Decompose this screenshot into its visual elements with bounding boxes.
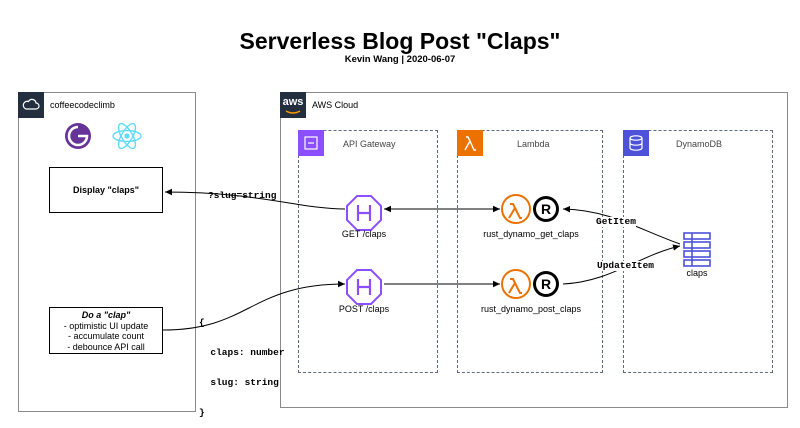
post-body-line: {: [199, 317, 205, 328]
get-query-label: ?slug=string: [208, 190, 277, 201]
display-claps-box: Display "claps": [49, 167, 163, 213]
svg-text:R: R: [541, 201, 551, 217]
dynamodb-label: DynamoDB: [676, 139, 723, 149]
svg-text:R: R: [541, 276, 551, 292]
clap-item: - accumulate count: [67, 331, 145, 341]
post-endpoint-label: POST /claps: [338, 304, 390, 314]
aws-logo-text: aws: [282, 96, 304, 108]
client-label: coffeecodeclimb: [50, 100, 115, 110]
cloud-icon: [18, 92, 44, 118]
post-body-label: { claps: number slug: string }: [199, 298, 285, 428]
get-lambda-icon: [501, 194, 531, 224]
dynamodb-icon: [623, 130, 649, 156]
get-lambda-label: rust_dynamo_get_claps: [483, 229, 579, 239]
gatsby-icon: [63, 121, 93, 151]
post-body-line: slug: string: [199, 377, 279, 388]
aws-cloud-label: AWS Cloud: [312, 100, 359, 110]
edge-get-to-display: [164, 188, 346, 210]
api-gateway-label: API Gateway: [343, 139, 396, 149]
post-endpoint-icon: [346, 269, 382, 305]
aws-cloud-frame: [280, 92, 788, 408]
api-gateway-icon: [298, 130, 324, 156]
api-gateway-group: [298, 130, 438, 373]
diagram-title: Serverless Blog Post "Claps": [239, 28, 561, 54]
dynamodb-table-icon: [683, 232, 711, 267]
aws-logo-icon: aws: [280, 92, 306, 118]
get-endpoint-icon: [346, 195, 382, 231]
post-lambda-icon: [501, 269, 531, 299]
post-body-line: }: [199, 407, 205, 418]
post-lambda-label: rust_dynamo_post_claps: [480, 304, 582, 314]
get-endpoint-label: GET /claps: [341, 229, 387, 239]
updateitem-label: UpdateItem: [597, 260, 655, 271]
do-clap-box: Do a "clap" - optimistic UI update - acc…: [49, 307, 163, 354]
clap-item: - optimistic UI update: [63, 320, 149, 331]
getitem-label: GetItem: [596, 216, 636, 227]
edge-clap-to-post: [162, 280, 346, 331]
post-rust-icon: R: [533, 271, 559, 297]
lambda-label: Lambda: [517, 139, 550, 149]
clap-item: - debounce API call: [67, 341, 145, 352]
clap-heading: Do a "clap": [81, 310, 131, 320]
table-label: claps: [686, 268, 708, 278]
react-icon: [111, 120, 143, 152]
dynamodb-group: [623, 130, 773, 373]
diagram-subtitle: Kevin Wang | 2020-06-07: [344, 54, 456, 65]
get-rust-icon: R: [533, 196, 559, 222]
lambda-group: [457, 130, 603, 373]
post-body-line: claps: number: [199, 347, 285, 358]
lambda-icon: [457, 130, 483, 156]
client-frame: [18, 92, 196, 412]
